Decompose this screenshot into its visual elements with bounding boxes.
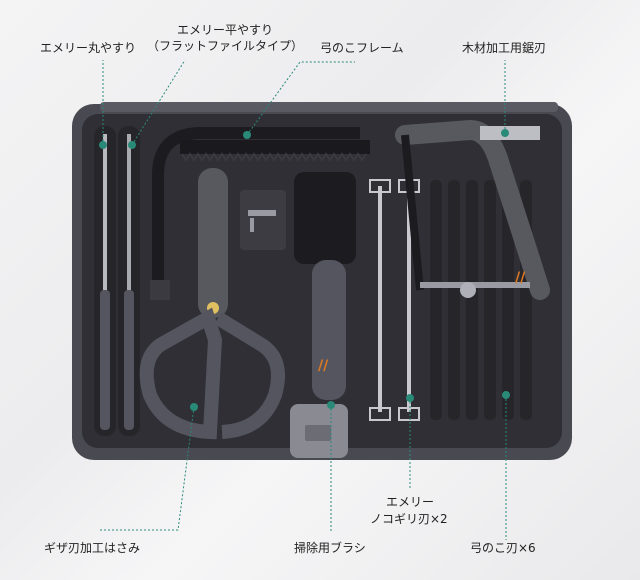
label-coping-saw-frame: 弓のこフレーム: [320, 41, 404, 55]
svg-text://: //: [318, 358, 329, 374]
label-wood-saw-blade: 木材加工用鋸刃: [462, 41, 547, 55]
case-lid-edge: [100, 102, 558, 112]
emery-saw: [407, 186, 411, 412]
scissors-blade: [198, 168, 228, 318]
label-emery-saw-line2: ノコギリ刃×2: [370, 512, 448, 526]
coping-saw-frame: [152, 127, 360, 290]
scissors-handle: [139, 307, 223, 440]
label-emery-saw-line1: エメリー: [385, 495, 434, 509]
label-scissors: ギザ刃加工はさみ: [44, 541, 141, 555]
label-emery-flat-file-line2: （フラットファイルタイプ）: [146, 39, 303, 53]
label-emery-flat-file-line1: エメリー平やすり: [176, 23, 273, 37]
label-emery-round-file: エメリー丸やすり: [40, 41, 137, 55]
svg-text://: //: [515, 270, 526, 286]
brush-handle: [312, 260, 346, 400]
emery-saw: [378, 186, 382, 412]
label-brush: 掃除用ブラシ: [294, 541, 366, 555]
pointer-lines: [100, 59, 507, 540]
wood-saw-blade: [180, 140, 370, 154]
brush-head: [294, 172, 356, 264]
round-file: [103, 134, 107, 294]
label-coping-blades: 弓のこ刃×6: [470, 541, 536, 555]
accessory-slot: [240, 190, 286, 250]
flat-file: [127, 134, 131, 294]
pointer-dots: [99, 129, 510, 411]
